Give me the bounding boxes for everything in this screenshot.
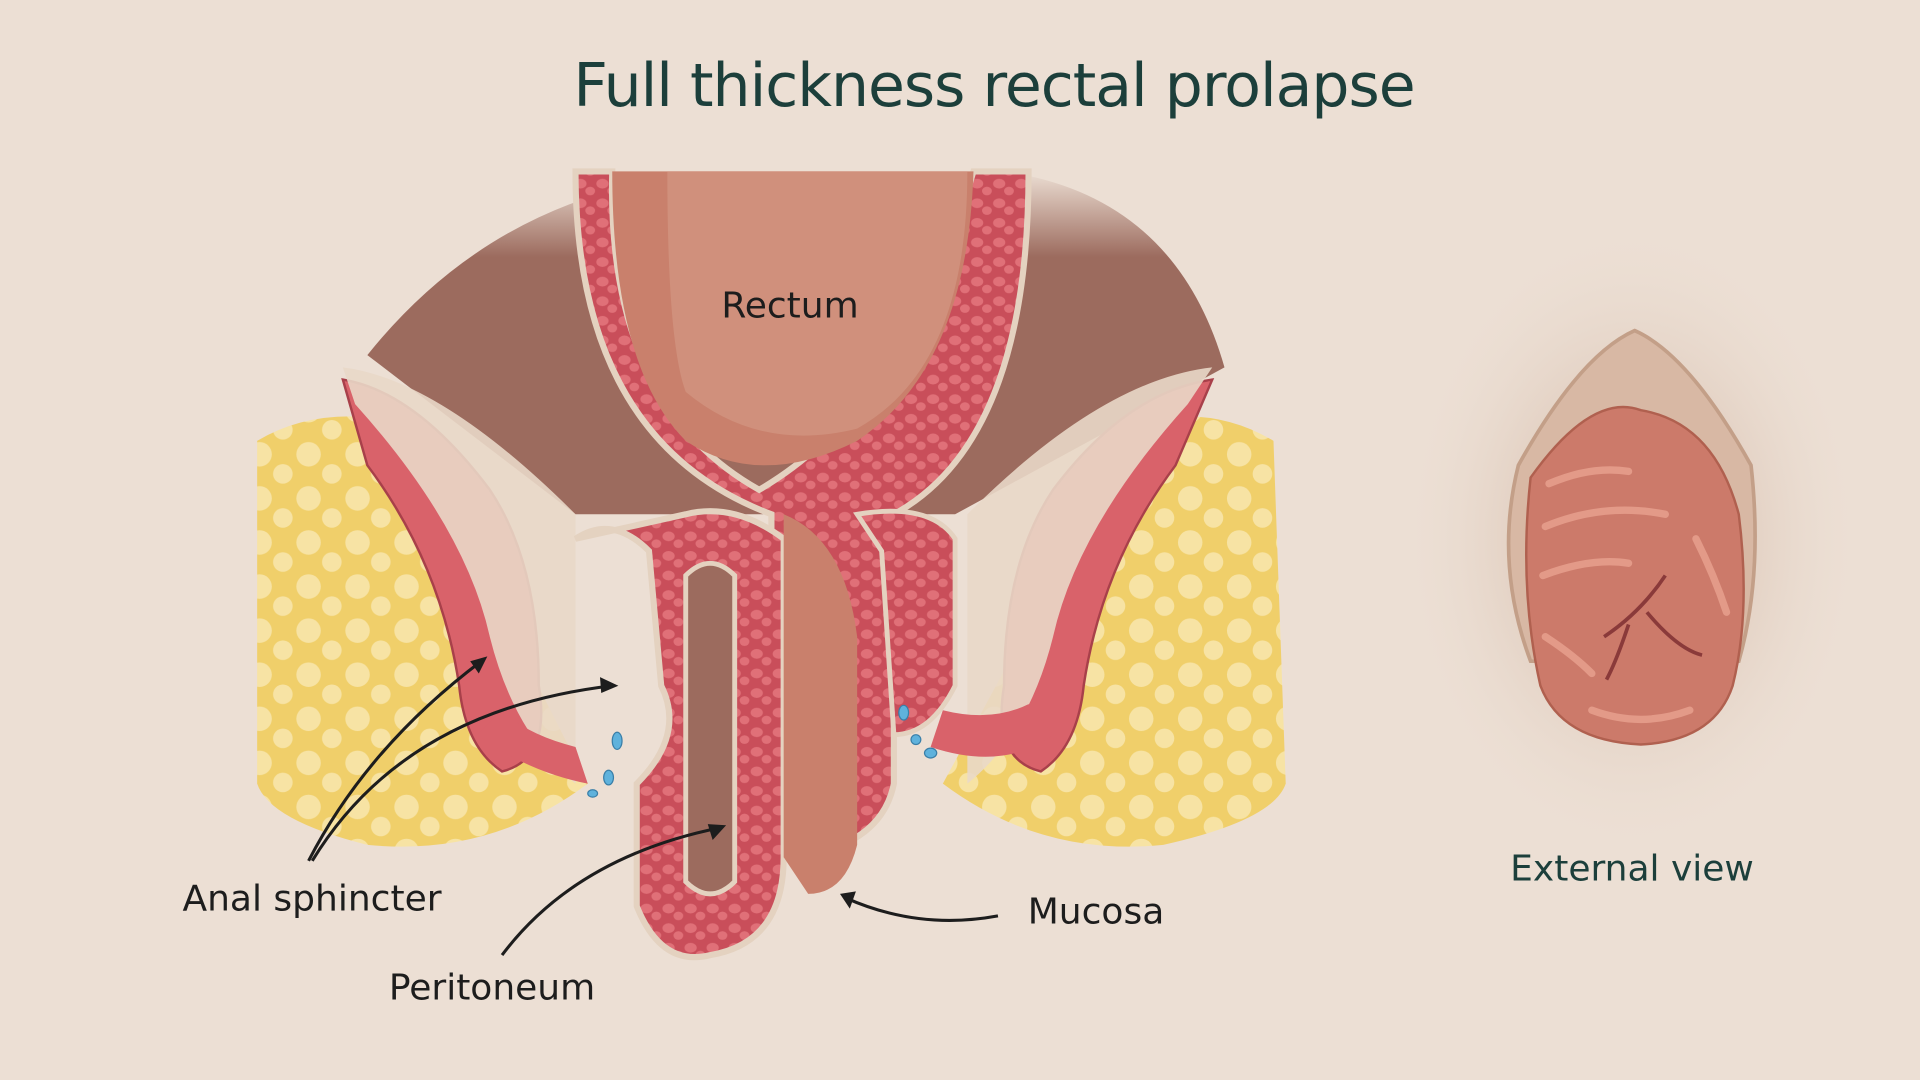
label-rectum: Rectum (721, 285, 859, 327)
label-external-view: External view (1510, 848, 1754, 890)
pointer-arrows (307, 660, 999, 957)
page-title: Full thickness rectal prolapse (573, 51, 1415, 121)
label-anal-sphincter: Anal sphincter (182, 878, 442, 920)
left-tissue (257, 367, 588, 847)
vessels (587, 704, 938, 798)
prolapse (573, 508, 958, 961)
label-mucosa: Mucosa (1027, 891, 1165, 933)
rectum (572, 168, 1032, 861)
label-peritoneum: Peritoneum (388, 967, 596, 1009)
right-tissue (930, 367, 1286, 847)
arrow-heads (470, 656, 856, 909)
external-view-illustration (1399, 220, 1865, 858)
